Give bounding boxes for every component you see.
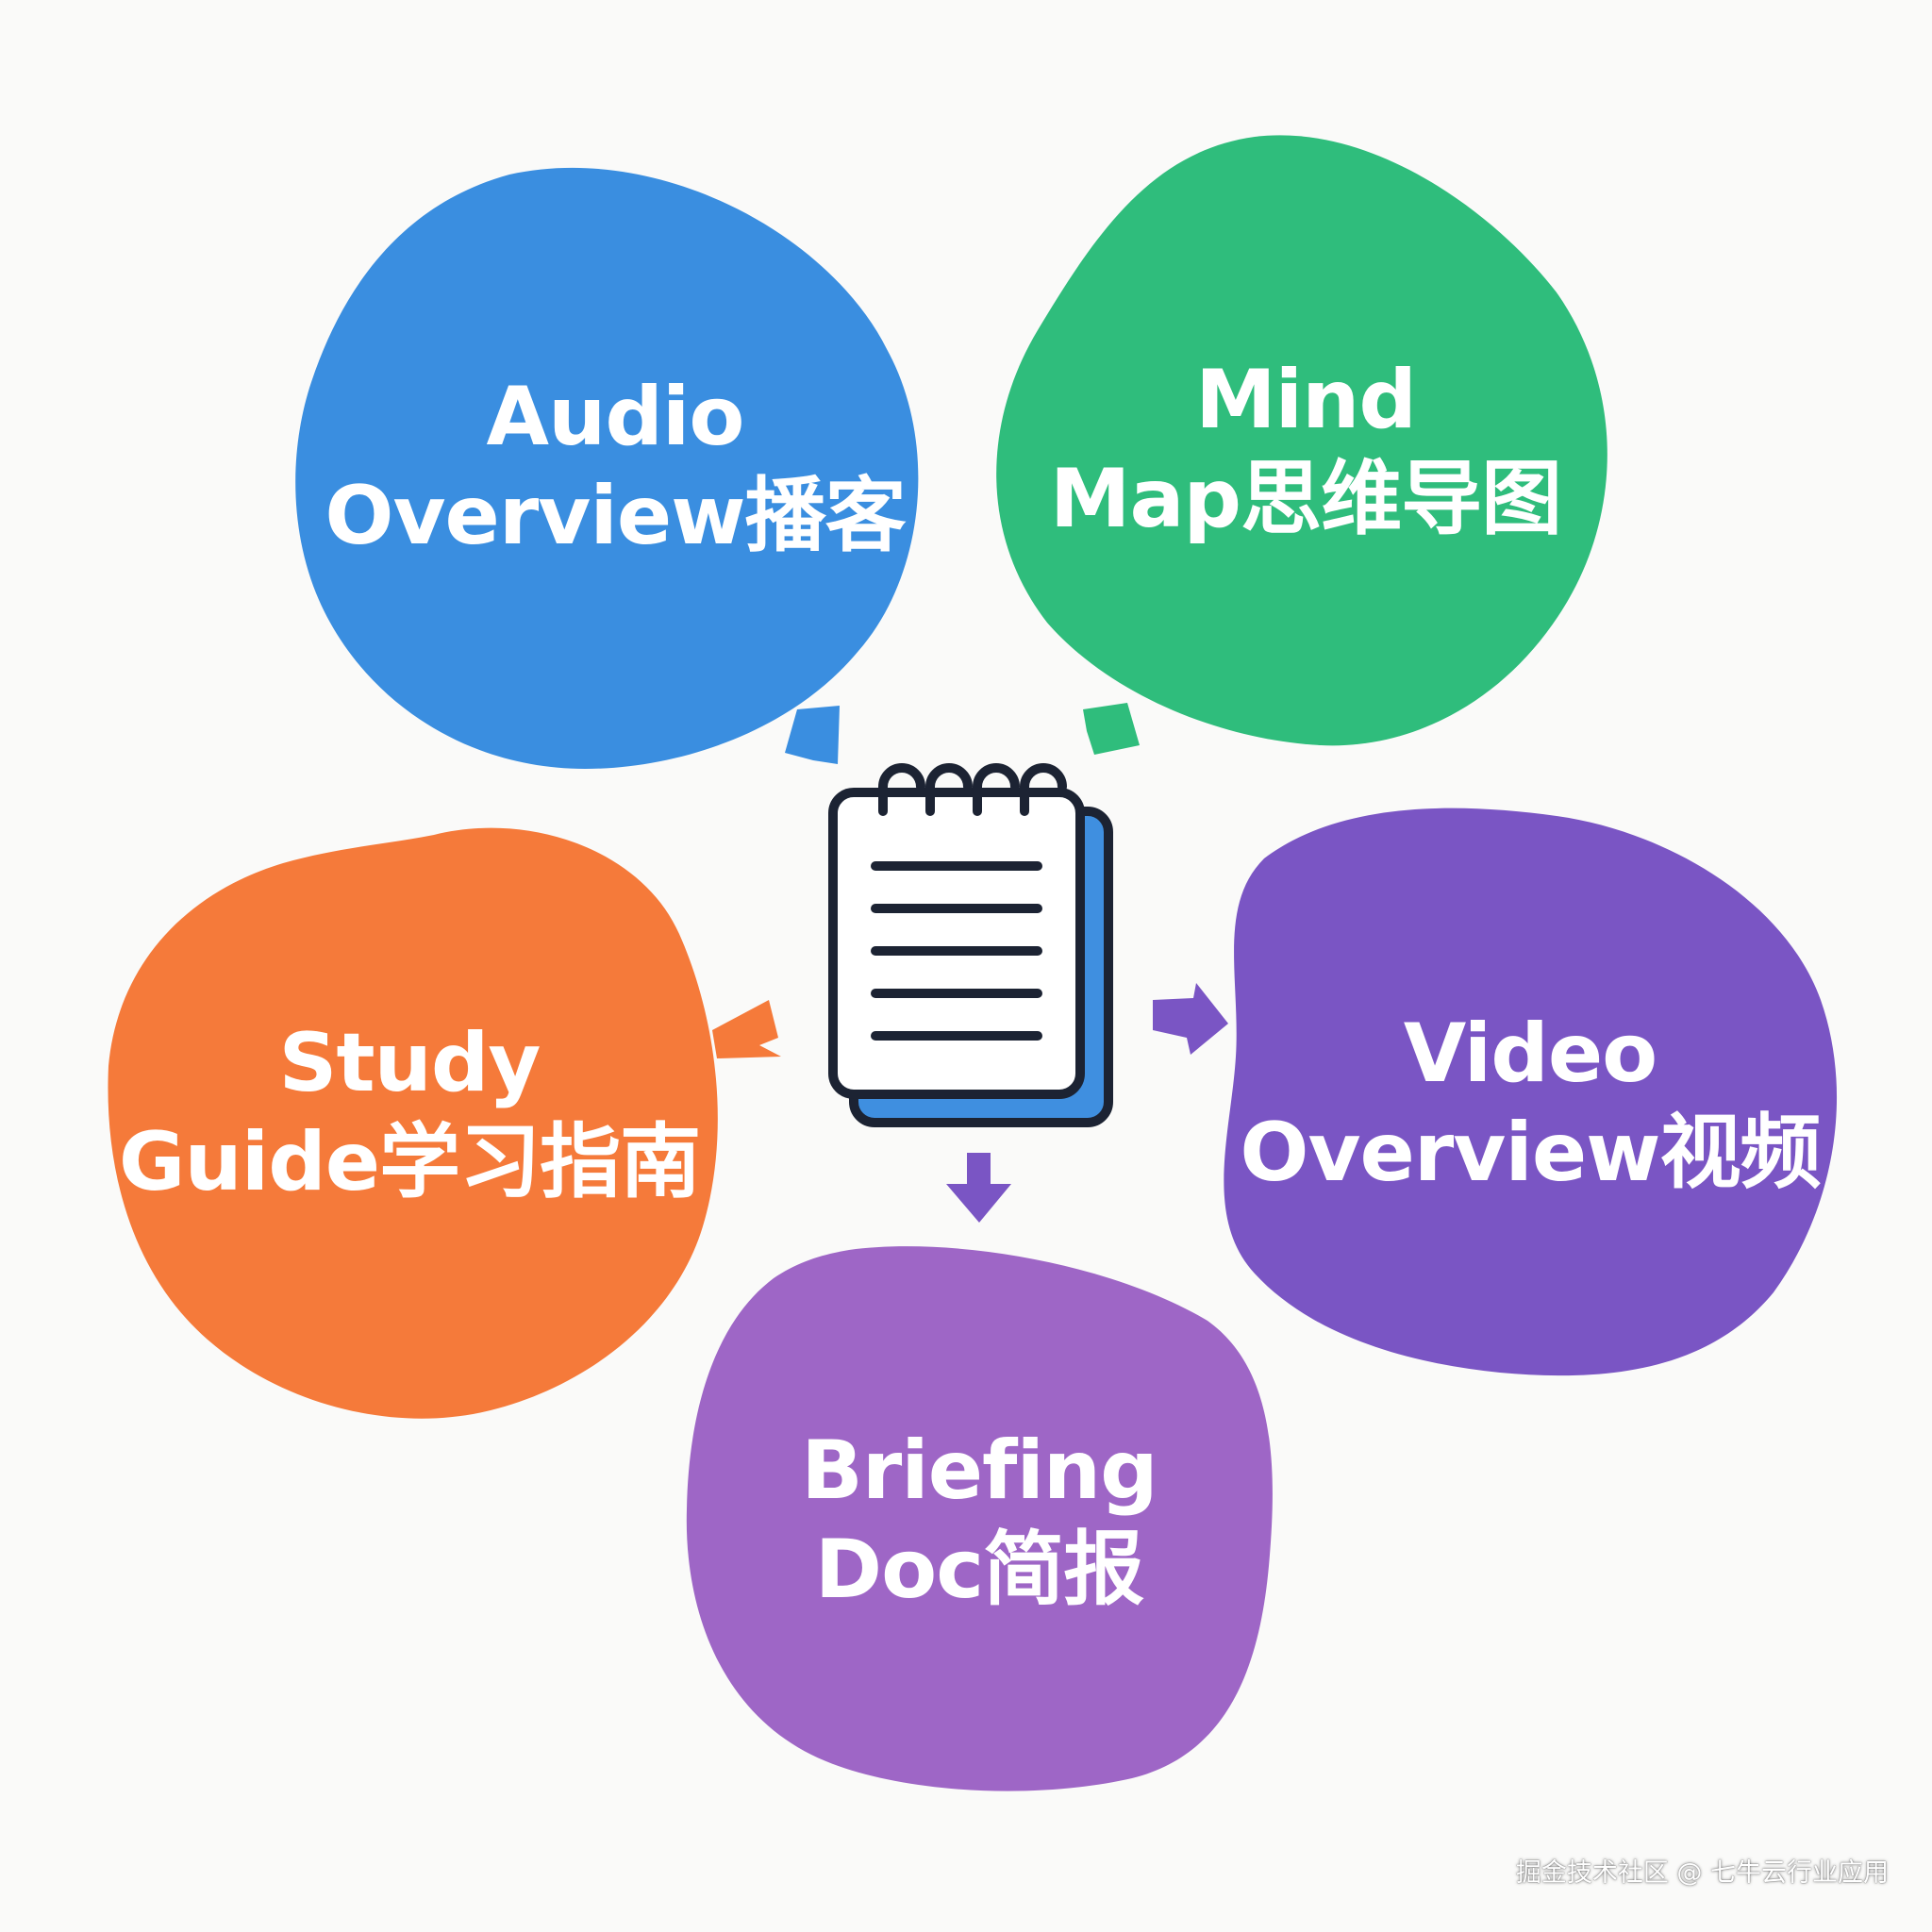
arrow-to-video: [1153, 983, 1228, 1055]
briefing-doc-blob: [686, 1246, 1273, 1791]
watermark-text: 掘金技术社区 @ 七牛云行业应用: [1515, 1858, 1889, 1888]
study-guide-blob: [108, 827, 718, 1419]
arrow-to-study-guide: [712, 1000, 781, 1058]
mind-map-blob: [996, 135, 1607, 746]
study-guide-line2: Guide学习指南: [118, 1115, 701, 1209]
briefing-doc-line2: Doc简报: [814, 1523, 1144, 1617]
video-overview-label: Video Overview视频: [1240, 1005, 1821, 1203]
mind-map-line2: Map思维导图: [1049, 452, 1562, 546]
audio-overview-label: Audio Overview播客: [325, 368, 906, 566]
mind-map-label: Mind Map思维导图: [1049, 351, 1562, 549]
mind-map-line1: Mind: [1195, 353, 1417, 448]
video-overview-line2: Overview视频: [1240, 1106, 1821, 1200]
video-overview-line1: Video: [1403, 1007, 1658, 1102]
audio-overview-line2: Overview播客: [325, 469, 906, 563]
briefing-doc-label: Briefing Doc简报: [801, 1422, 1158, 1620]
study-guide-label: Study Guide学习指南: [118, 1014, 701, 1212]
audio-overview-line1: Audio: [486, 370, 745, 465]
notebook-icon: [828, 763, 1113, 1127]
audio-overview-blob: [295, 167, 919, 770]
arrow-to-audio: [785, 706, 840, 764]
arrow-to-briefing: [946, 1153, 1011, 1223]
study-guide-line1: Study: [278, 1016, 541, 1111]
video-overview-blob: [1224, 808, 1838, 1376]
briefing-doc-line1: Briefing: [801, 1424, 1158, 1519]
arrow-to-mind-map: [1083, 703, 1140, 755]
